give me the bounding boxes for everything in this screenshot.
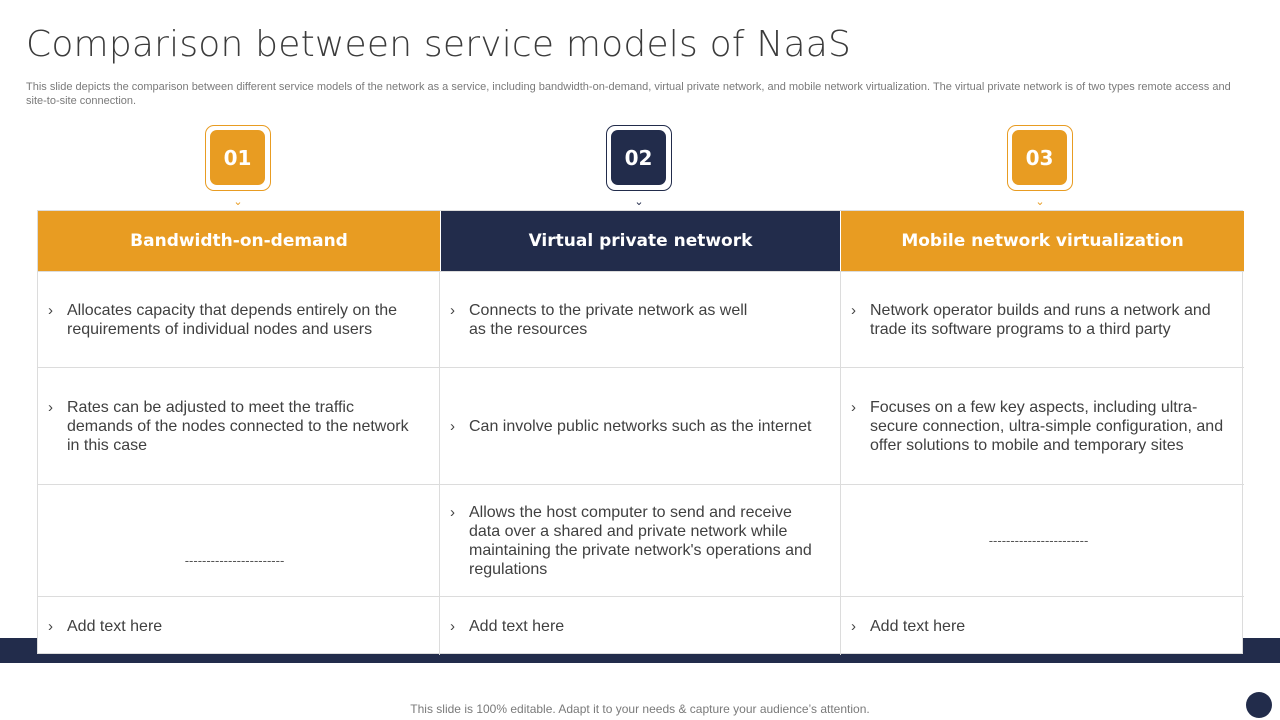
chevron-down-icon: ⌄ bbox=[1035, 196, 1045, 208]
cell-text: Add text here bbox=[870, 617, 966, 635]
chevron-right-icon: › bbox=[48, 398, 53, 416]
table-cell: › Add text here bbox=[440, 596, 841, 655]
chevron-right-icon: › bbox=[450, 417, 455, 435]
table-cell: ----------------------- bbox=[841, 484, 1244, 596]
cell-text: Can involve public networks such as the … bbox=[469, 417, 812, 435]
cell-text: Add text here bbox=[67, 617, 163, 635]
chevron-right-icon: › bbox=[450, 617, 455, 635]
cell-text: Connects to the private network as well … bbox=[469, 301, 748, 338]
badge-frame-01: 01 bbox=[205, 125, 271, 191]
comparison-table: Bandwidth-on-demand Virtual private netw… bbox=[37, 210, 1244, 655]
chevron-down-icon: ⌄ bbox=[233, 196, 243, 208]
slide-description: This slide depicts the comparison betwee… bbox=[26, 81, 1231, 107]
number-badge-01: 01 bbox=[210, 130, 265, 185]
footer-note: This slide is 100% editable. Adapt it to… bbox=[410, 702, 870, 716]
chevron-right-icon: › bbox=[450, 301, 455, 319]
chevron-right-icon: › bbox=[48, 301, 53, 319]
column-header-bandwidth: Bandwidth-on-demand bbox=[38, 211, 440, 271]
chevron-down-icon: ⌄ bbox=[634, 196, 644, 208]
cell-text: Network operator builds and runs a netwo… bbox=[870, 301, 1211, 338]
table-cell: ----------------------- bbox=[38, 484, 440, 596]
cell-text: Allows the host computer to send and rec… bbox=[469, 503, 812, 578]
column-header-vpn: Virtual private network bbox=[440, 211, 841, 271]
placeholder-dashes: ----------------------- bbox=[988, 533, 1089, 548]
column-header-mobile: Mobile network virtualization bbox=[841, 211, 1244, 271]
chevron-right-icon: › bbox=[851, 398, 856, 416]
table-cell: › Can involve public networks such as the… bbox=[440, 367, 841, 484]
cell-text: Allocates capacity that depends entirely… bbox=[67, 301, 397, 338]
chevron-right-icon: › bbox=[48, 617, 53, 635]
table-cell: › Add text here bbox=[841, 596, 1244, 655]
chevron-right-icon: › bbox=[450, 503, 455, 521]
placeholder-dashes: ----------------------- bbox=[184, 553, 285, 568]
cell-text: Rates can be adjusted to meet the traffi… bbox=[67, 398, 409, 454]
logo-icon bbox=[1246, 692, 1272, 718]
cell-text: Add text here bbox=[469, 617, 565, 635]
chevron-right-icon: › bbox=[851, 617, 856, 635]
page-title: Comparison between service models of Naa… bbox=[26, 24, 852, 65]
table-cell: › Focuses on a few key aspects, including… bbox=[841, 367, 1244, 484]
table-cell: › Rates can be adjusted to meet the traff… bbox=[38, 367, 440, 484]
number-badge-02: 02 bbox=[611, 130, 666, 185]
cell-text: Focuses on a few key aspects, including … bbox=[870, 398, 1224, 454]
badge-frame-03: 03 bbox=[1007, 125, 1073, 191]
table-cell: › Add text here bbox=[38, 596, 440, 655]
table-cell: › Allocates capacity that depends entirel… bbox=[38, 271, 440, 367]
chevron-right-icon: › bbox=[851, 301, 856, 319]
badge-frame-02: 02 bbox=[606, 125, 672, 191]
number-badge-03: 03 bbox=[1012, 130, 1067, 185]
table-cell: › Network operator builds and runs a netw… bbox=[841, 271, 1244, 367]
table-cell: › Connects to the private network as well… bbox=[440, 271, 841, 367]
table-cell: › Allows the host computer to send and re… bbox=[440, 484, 841, 596]
